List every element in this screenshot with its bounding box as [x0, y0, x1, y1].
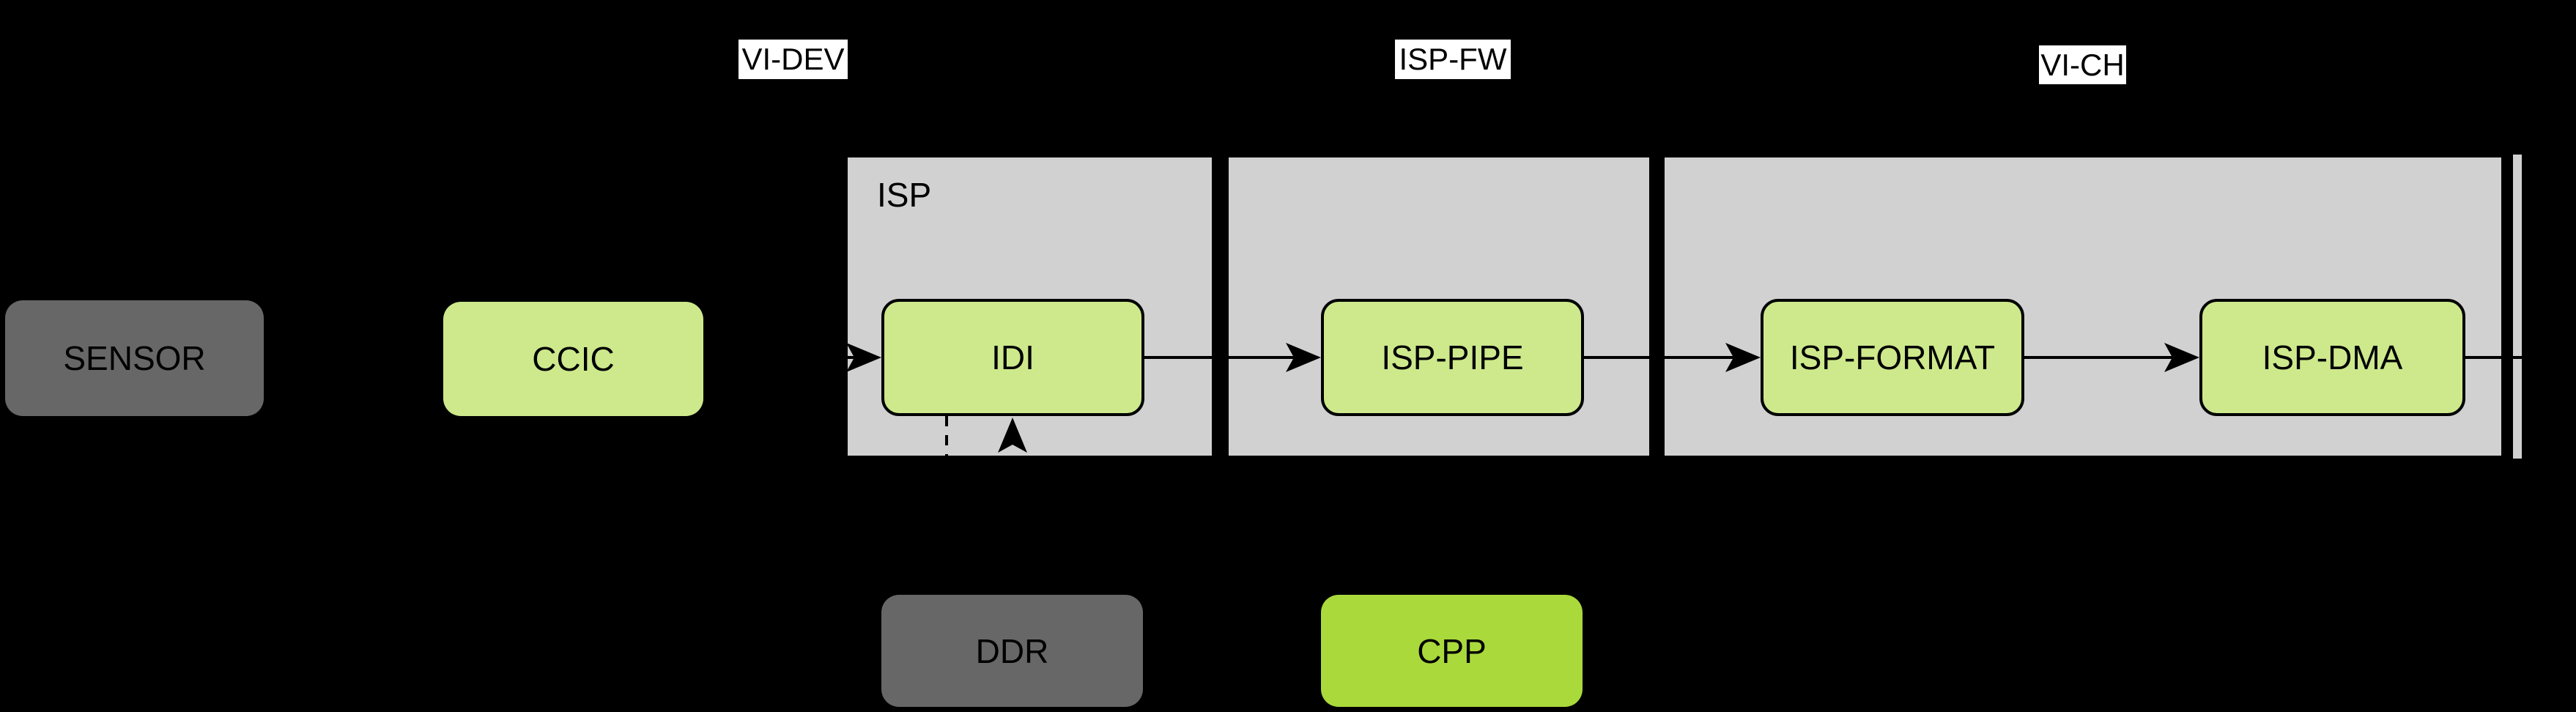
label-vi-ch: VI-CH [2039, 45, 2126, 84]
container-cropped-right [2513, 155, 2522, 459]
node-cpp: CPP [1321, 595, 1583, 707]
node-ddr-label: DDR [975, 631, 1049, 670]
node-cpp-label: CPP [1417, 631, 1487, 670]
node-isp-pipe-label: ISP-PIPE [1381, 338, 1524, 377]
node-idi: IDI [881, 299, 1144, 416]
node-ddr: DDR [881, 595, 1143, 707]
node-isp-dma: ISP-DMA [2199, 299, 2465, 416]
node-ccic: CCIC [443, 302, 703, 416]
label-vi-dev: VI-DEV [739, 40, 848, 79]
node-isp-format-label: ISP-FORMAT [1789, 338, 1996, 377]
node-isp-pipe: ISP-PIPE [1321, 299, 1584, 416]
node-ccic-label: CCIC [532, 340, 615, 378]
node-sensor: SENSOR [5, 300, 264, 416]
node-idi-label: IDI [991, 338, 1035, 377]
node-isp-dma-label: ISP-DMA [2262, 338, 2403, 377]
node-sensor-label: SENSOR [63, 339, 206, 377]
container-isp-title: ISP [877, 176, 932, 214]
label-isp-fw: ISP-FW [1395, 40, 1511, 79]
node-isp-format: ISP-FORMAT [1761, 299, 2024, 416]
